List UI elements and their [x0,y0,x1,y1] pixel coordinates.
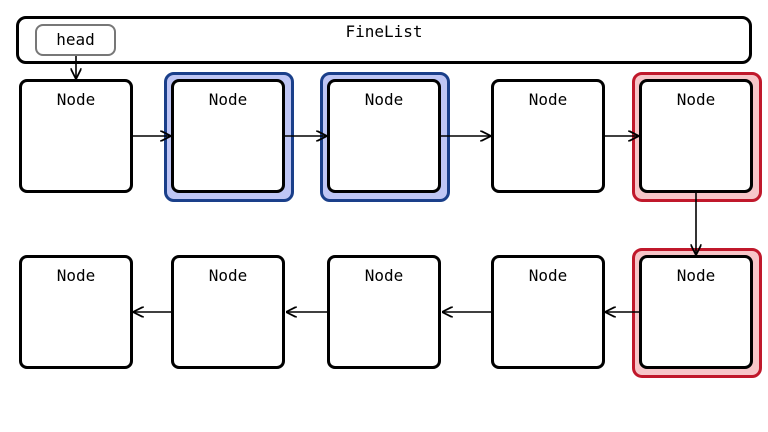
finelist-container [16,16,752,64]
node-10: Node [19,255,133,369]
node-label: Node [208,266,248,285]
node-label: Node [56,90,96,109]
node-8: Node [327,255,441,369]
node-6: Node [639,255,753,369]
node-7: Node [491,255,605,369]
node-2: Node [171,79,285,193]
node-label: Node [364,266,404,285]
container-title: FineList [345,22,423,41]
node-label: Node [528,266,568,285]
node-1: Node [19,79,133,193]
node-label: Node [676,266,716,285]
head-pointer: head [35,24,116,56]
node-3: Node [327,79,441,193]
node-9: Node [171,255,285,369]
node-label: Node [528,90,568,109]
node-label: Node [364,90,404,109]
node-label: Node [56,266,96,285]
node-label: Node [676,90,716,109]
node-5: Node [639,79,753,193]
node-label: Node [208,90,248,109]
node-4: Node [491,79,605,193]
